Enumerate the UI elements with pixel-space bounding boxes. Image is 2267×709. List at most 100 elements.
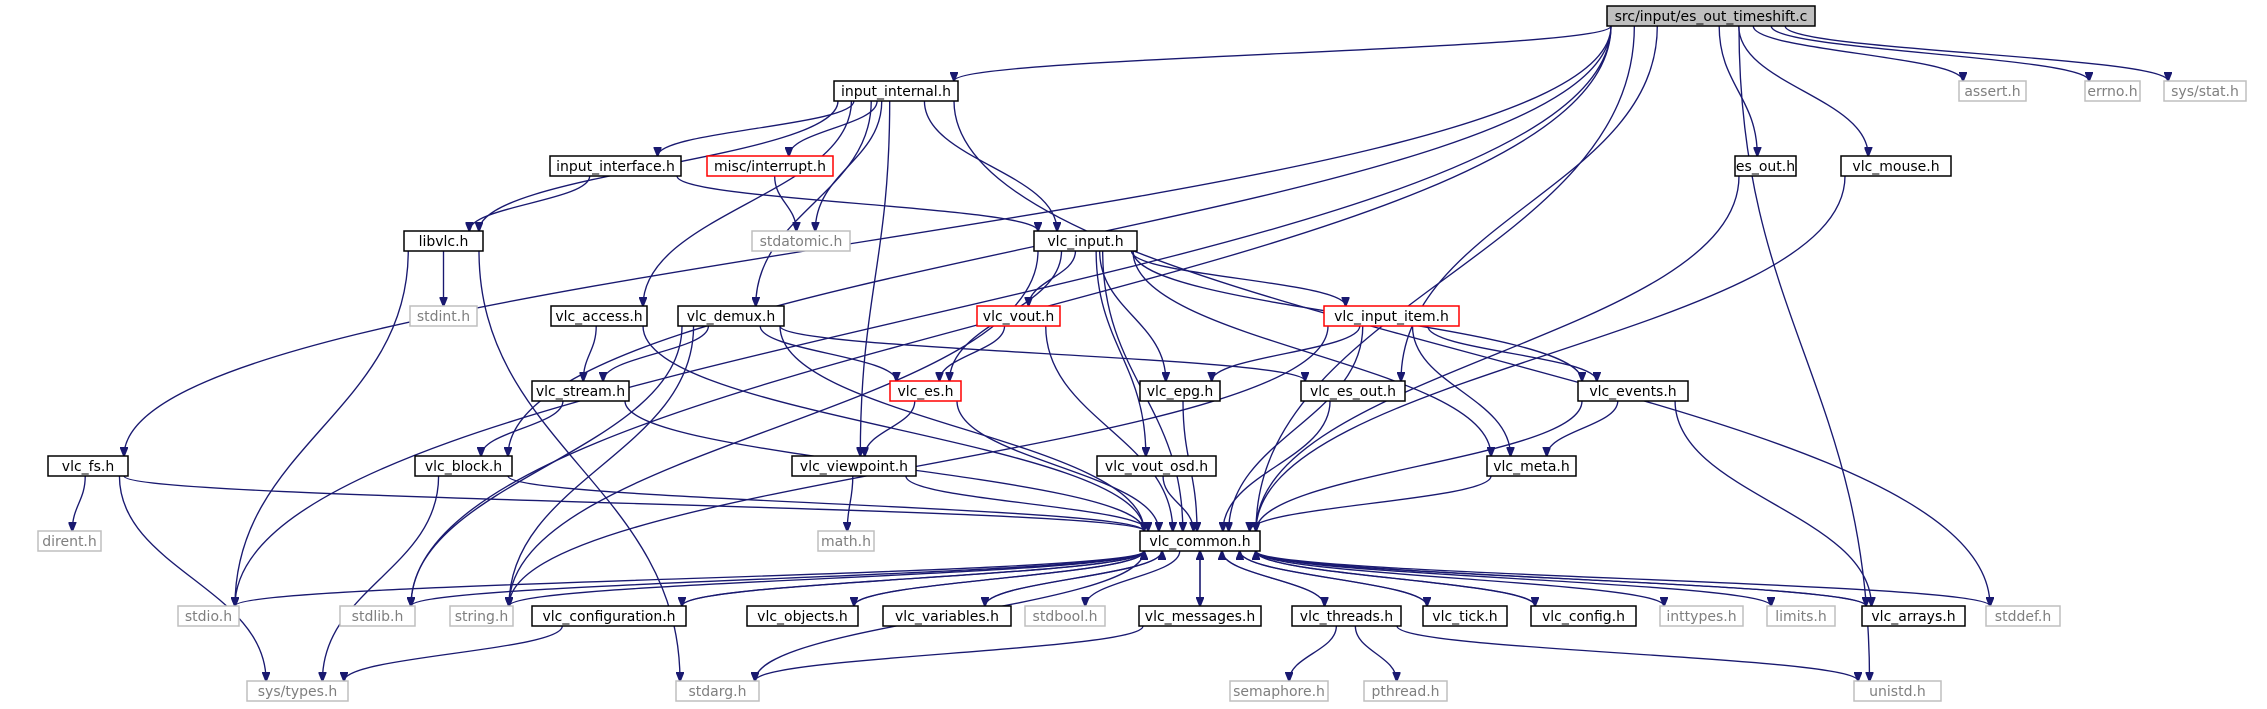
node-input-internal[interactable]: input_internal.h xyxy=(833,80,959,102)
node-box xyxy=(1659,605,1744,627)
edge-vlc_input-to-vlc_vout_osd xyxy=(1095,250,1146,456)
node-label: errno.h xyxy=(2087,84,2137,100)
node-label: semaphore.h xyxy=(1233,684,1325,700)
node-vlc-block[interactable]: vlc_block.h xyxy=(414,455,513,477)
node-vlc-fs[interactable]: vlc_fs.h xyxy=(47,455,129,477)
node-vlc-stream[interactable]: vlc_stream.h xyxy=(531,380,630,402)
node-stdatomic: stdatomic.h xyxy=(751,230,851,252)
node-vlc-epg[interactable]: vlc_epg.h xyxy=(1139,380,1221,402)
edge-vlc_demux-to-string xyxy=(509,325,695,606)
node-box xyxy=(2163,80,2247,102)
node-vlc-objects[interactable]: vlc_objects.h xyxy=(746,605,859,627)
node-vlc-input[interactable]: vlc_input.h xyxy=(1033,230,1138,252)
node-errno: errno.h xyxy=(2084,80,2141,102)
node-box xyxy=(1323,305,1460,327)
node-label: stdint.h xyxy=(417,309,470,325)
node-label: vlc_events.h xyxy=(1589,384,1676,400)
edge-vlc_input-to-vlc_epg xyxy=(1099,250,1166,381)
node-label: input_internal.h xyxy=(841,84,951,100)
node-label: vlc_access.h xyxy=(555,309,642,325)
node-box xyxy=(1766,605,1836,627)
edge-input_interface-to-vlc_input xyxy=(676,175,1038,231)
node-vlc-messages[interactable]: vlc_messages.h xyxy=(1138,605,1262,627)
node-unistd: unistd.h xyxy=(1853,680,1942,702)
node-box xyxy=(550,305,648,327)
node-label: stdlib.h xyxy=(352,609,404,625)
node-vlc-vout-osd[interactable]: vlc_vout_osd.h xyxy=(1096,455,1217,477)
node-vlc-es[interactable]: vlc_es.h xyxy=(889,380,962,402)
node-vlc-configuration[interactable]: vlc_configuration.h xyxy=(531,605,687,627)
node-vlc-meta[interactable]: vlc_meta.h xyxy=(1486,455,1577,477)
node-label: vlc_objects.h xyxy=(757,609,848,625)
edge-vlc_input_item-to-vlc_common xyxy=(1229,325,1364,531)
node-stdlib: stdlib.h xyxy=(339,605,416,627)
node-stddef: stddef.h xyxy=(1985,605,2061,627)
edge-libvlc-to-stdio xyxy=(235,250,409,606)
node-sys-stat: sys/stat.h xyxy=(2163,80,2247,102)
node-label: vlc_vout.h xyxy=(983,309,1054,325)
edge-root-to-vlc_fs xyxy=(124,25,1612,456)
node-vlc-config[interactable]: vlc_config.h xyxy=(1530,605,1637,627)
node-label: vlc_tick.h xyxy=(1432,609,1497,625)
node-vlc-viewpoint[interactable]: vlc_viewpoint.h xyxy=(791,455,917,477)
edge-vlc_input-to-string xyxy=(509,250,1039,606)
node-vlc-tick[interactable]: vlc_tick.h xyxy=(1422,605,1508,627)
node-label: input_interface.h xyxy=(556,159,675,175)
node-label: src/input/es_out_timeshift.c xyxy=(1615,9,1808,25)
node-label: inttypes.h xyxy=(1666,609,1736,625)
node-box xyxy=(976,305,1061,327)
node-box xyxy=(882,605,1012,627)
edge-es_out-to-vlc_common xyxy=(1256,175,1740,531)
node-box xyxy=(1139,530,1261,552)
edge-vlc_input-to-vlc_input_item xyxy=(1130,250,1345,306)
node-box xyxy=(817,530,875,552)
node-inttypes: inttypes.h xyxy=(1659,605,1744,627)
node-input-interface[interactable]: input_interface.h xyxy=(549,155,682,177)
node-label: vlc_input.h xyxy=(1047,234,1123,250)
node-libvlc[interactable]: libvlc.h xyxy=(403,230,484,252)
node-semaphore: semaphore.h xyxy=(1229,680,1329,702)
node-math: math.h xyxy=(817,530,875,552)
node-vlc-arrays[interactable]: vlc_arrays.h xyxy=(1861,605,1966,627)
edge-vlc_es_out-to-vlc_common xyxy=(1223,400,1331,531)
node-box xyxy=(531,605,687,627)
edge-vlc_common-to-stdio xyxy=(235,550,1145,606)
edge-root-to-input_internal xyxy=(954,25,1612,81)
node-vlc-demux[interactable]: vlc_demux.h xyxy=(677,305,785,327)
node-vlc-mouse[interactable]: vlc_mouse.h xyxy=(1840,155,1952,177)
node-label: vlc_block.h xyxy=(425,459,502,475)
node-vlc-vout[interactable]: vlc_vout.h xyxy=(976,305,1061,327)
node-vlc-threads[interactable]: vlc_threads.h xyxy=(1291,605,1402,627)
node-root[interactable]: src/input/es_out_timeshift.c xyxy=(1606,5,1816,27)
node-box xyxy=(1530,605,1637,627)
node-vlc-variables[interactable]: vlc_variables.h xyxy=(882,605,1012,627)
edge-misc_interrupt-to-stdatomic xyxy=(773,175,797,231)
edge-vlc_access-to-vlc_common xyxy=(642,325,1144,531)
node-vlc-input-item[interactable]: vlc_input_item.h xyxy=(1323,305,1460,327)
node-label: vlc_configuration.h xyxy=(542,609,675,625)
node-box xyxy=(1985,605,2061,627)
node-label: vlc_es.h xyxy=(897,384,953,400)
edge-vlc_common-to-stddef xyxy=(1255,550,1990,606)
node-label: vlc_es_out.h xyxy=(1310,384,1396,400)
node-label: vlc_threads.h xyxy=(1300,609,1393,625)
node-misc-interrupt[interactable]: misc/interrupt.h xyxy=(706,155,834,177)
node-es-out[interactable]: es_out.h xyxy=(1734,155,1797,177)
node-stdbool: stdbool.h xyxy=(1024,605,1106,627)
node-box xyxy=(675,680,760,702)
node-box xyxy=(1024,605,1106,627)
node-vlc-es-out[interactable]: vlc_es_out.h xyxy=(1300,380,1406,402)
node-vlc-common[interactable]: vlc_common.h xyxy=(1139,530,1261,552)
edge-vlc_input_item-to-vlc_epg xyxy=(1212,325,1361,381)
edge-vlc_vout_osd-to-vlc_common xyxy=(1162,475,1193,531)
node-box xyxy=(1606,5,1816,27)
node-label: vlc_fs.h xyxy=(62,459,114,475)
edge-input_internal-to-input_interface xyxy=(658,100,855,156)
edge-input_internal-to-vlc_demux xyxy=(756,100,872,306)
node-box xyxy=(706,155,834,177)
edge-root-to-vlc_es_out xyxy=(1401,25,1658,381)
node-box xyxy=(677,305,785,327)
node-label: limits.h xyxy=(1775,609,1826,625)
node-vlc-access[interactable]: vlc_access.h xyxy=(550,305,648,327)
node-vlc-events[interactable]: vlc_events.h xyxy=(1577,380,1689,402)
